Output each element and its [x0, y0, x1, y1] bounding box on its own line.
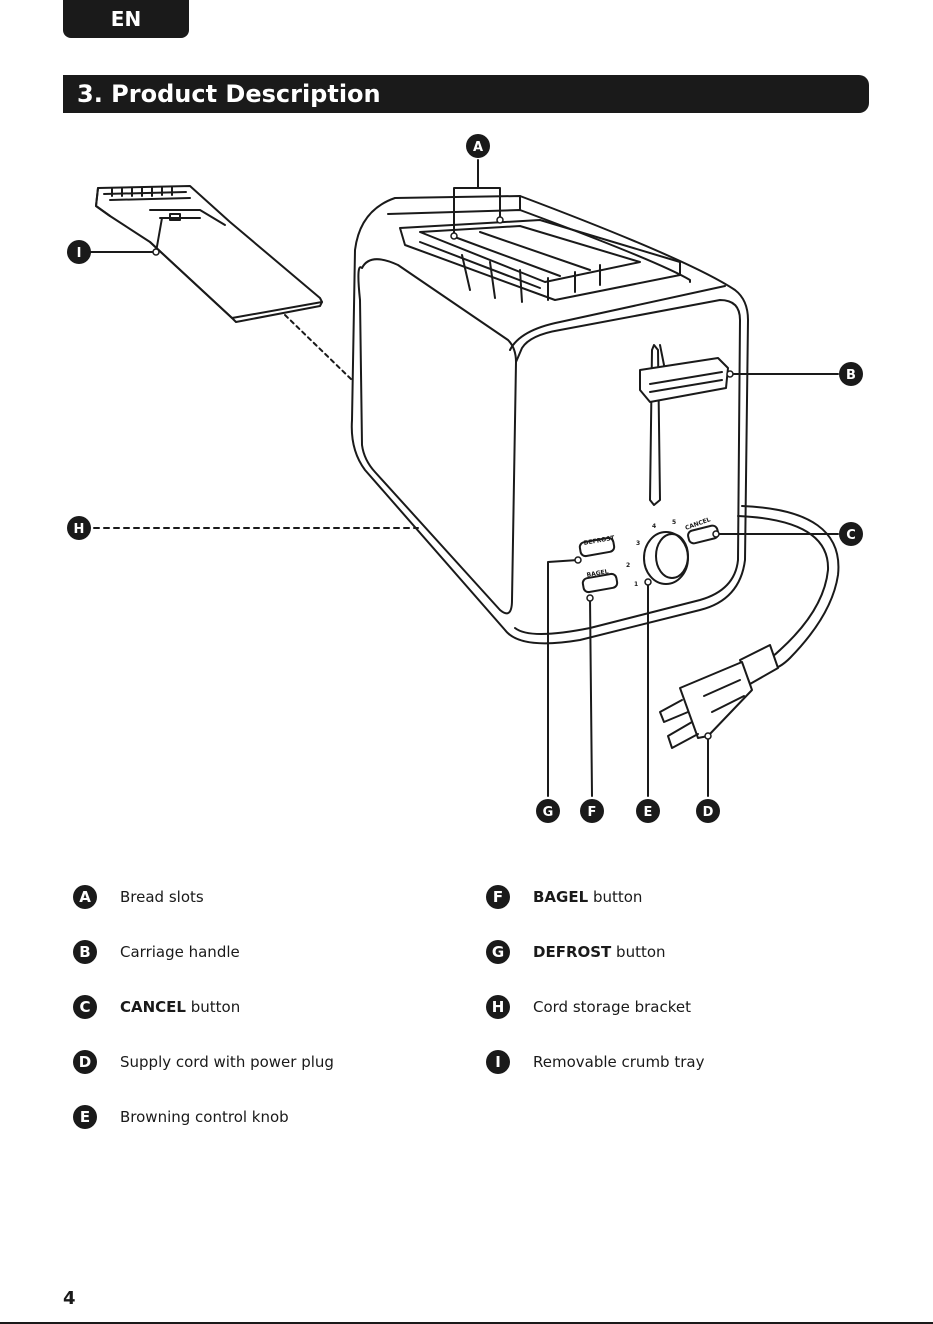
legend-item-e: E Browning control knob [73, 1104, 289, 1130]
svg-text:H: H [74, 522, 85, 537]
section-title: 3. Product Description [63, 80, 381, 108]
callout-A: A [466, 134, 490, 158]
callout-E: E [636, 799, 660, 823]
svg-text:E: E [644, 805, 653, 820]
callout-B: B [839, 362, 863, 386]
crumb-tray-illustration [96, 186, 322, 322]
page-number: 4 [63, 1288, 76, 1309]
legend-badge: D [73, 1050, 97, 1074]
legend-item-a: A Bread slots [73, 884, 204, 910]
legend-badge: A [73, 885, 97, 909]
callout-I: I [67, 240, 91, 264]
callout-G: G [536, 799, 560, 823]
dial-mark-2: 2 [626, 562, 630, 569]
section-header: 3. Product Description [63, 75, 869, 113]
legend-item-c: C CANCEL button [73, 994, 240, 1020]
legend-badge: E [73, 1105, 97, 1129]
svg-text:F: F [588, 805, 597, 820]
dial-mark-4: 4 [652, 523, 656, 530]
legend-badge: I [486, 1050, 510, 1074]
svg-text:G: G [543, 805, 554, 820]
legend-badge: G [486, 940, 510, 964]
dial-mark-5: 5 [672, 519, 676, 526]
dial-mark-3: 3 [636, 540, 640, 547]
dial-mark-1: 1 [634, 581, 638, 588]
legend-item-g: G DEFROST button [486, 939, 666, 965]
legend-badge: F [486, 885, 510, 909]
toaster-diagram: DEFROST BAGEL CANCEL 1 2 3 4 5 A B C D E… [0, 120, 933, 840]
callout-D: D [696, 799, 720, 823]
legend-item-d: D Supply cord with power plug [73, 1049, 334, 1075]
legend-item-h: H Cord storage bracket [486, 994, 691, 1020]
svg-text:A: A [473, 140, 483, 155]
svg-text:B: B [846, 368, 856, 383]
language-tab: EN [63, 0, 189, 38]
svg-text:C: C [846, 528, 856, 543]
svg-text:I: I [77, 246, 82, 261]
toaster-body-illustration [352, 196, 748, 643]
legend-badge: H [486, 995, 510, 1019]
legend-item-b: B Carriage handle [73, 939, 240, 965]
svg-text:D: D [703, 805, 714, 820]
legend-badge: C [73, 995, 97, 1019]
legend-badge: B [73, 940, 97, 964]
callout-H: H [67, 516, 91, 540]
callout-F: F [580, 799, 604, 823]
legend-item-i: I Removable crumb tray [486, 1049, 704, 1075]
callout-C: C [839, 522, 863, 546]
legend-item-f: F BAGEL button [486, 884, 642, 910]
